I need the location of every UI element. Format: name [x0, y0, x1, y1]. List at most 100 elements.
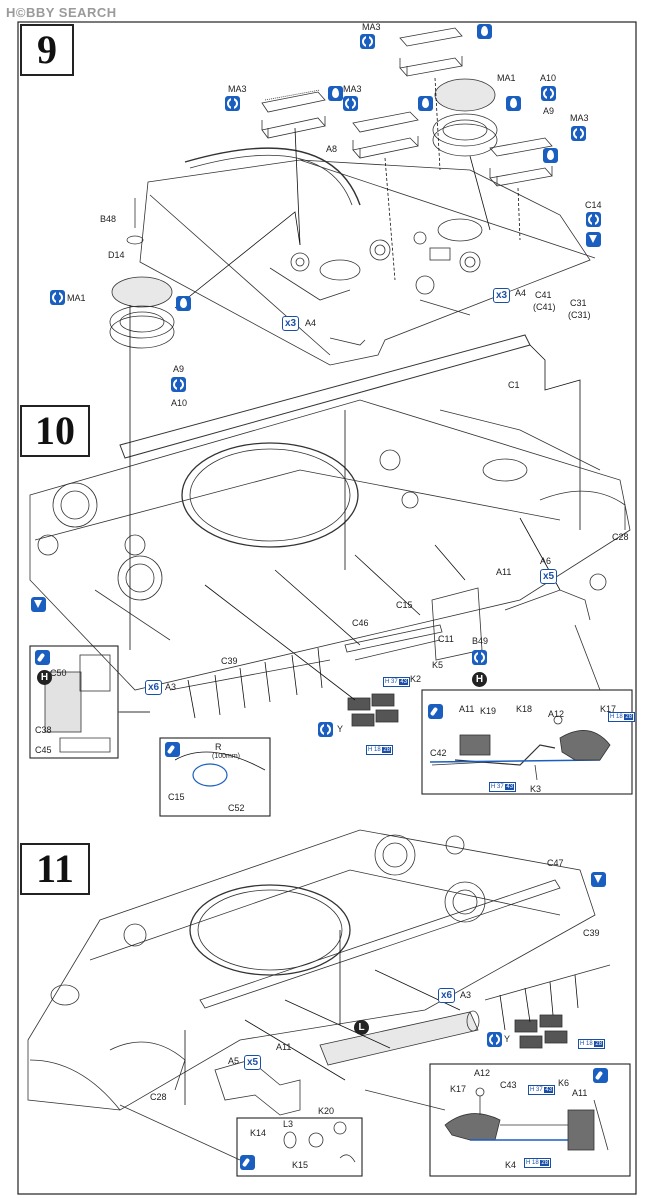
label-a4: A4: [515, 288, 527, 298]
both-sides-icon: [541, 86, 556, 101]
label-a10: A10: [540, 73, 557, 83]
label-c28: C28: [612, 532, 629, 542]
label-c50: C50: [50, 668, 67, 678]
label-k18: K18: [516, 704, 533, 714]
label-c1: C1: [508, 380, 520, 390]
label-l3: L3: [283, 1119, 294, 1129]
label-k15: K15: [292, 1160, 309, 1170]
both-sides-icon: [360, 34, 375, 49]
label-c52: C52: [228, 803, 245, 813]
label-a10: A10: [171, 398, 188, 408]
label-c41-alt: (C41): [533, 302, 556, 312]
option-h-circle: H: [472, 672, 487, 687]
label-a8: A8: [326, 144, 338, 154]
label-k2: K2: [410, 674, 422, 684]
label-c39: C39: [583, 928, 600, 938]
paint-callout: H 37 43: [489, 782, 517, 792]
paint-brush-icon: [35, 650, 50, 665]
step-9-number: 9: [20, 24, 74, 76]
label-c43: C43: [500, 1080, 517, 1090]
label-a9: A9: [543, 106, 555, 116]
watermark: H©BBY SEARCH: [6, 5, 117, 20]
both-sides-icon: [487, 1032, 502, 1047]
paint-brush-icon: [593, 1068, 608, 1083]
track-links-y-step10: [347, 693, 399, 727]
both-sides-icon: [318, 722, 333, 737]
quantity-badge-x3: x3: [282, 316, 300, 331]
step10-drawing: [29, 305, 631, 787]
label-a11: A11: [496, 567, 512, 577]
label-k17: K17: [450, 1084, 467, 1094]
paint-brush-icon: [428, 704, 443, 719]
option-h-circle: H: [37, 670, 52, 685]
option-l-circle: L: [354, 1020, 369, 1035]
label-c14: C14: [585, 200, 602, 210]
label-k17: K17: [600, 704, 617, 714]
glue-icon: [418, 96, 433, 111]
label-a9: A9: [173, 364, 185, 374]
label-a11: A11: [459, 704, 475, 714]
glue-icon: [543, 148, 558, 163]
step11-drawing: [27, 829, 611, 1163]
label-a3: A3: [165, 682, 177, 692]
label-c45: C45: [35, 745, 52, 755]
both-sides-icon: [586, 212, 601, 227]
label-r: R: [215, 742, 222, 752]
label-y: Y: [337, 724, 344, 734]
label-a12: A12: [474, 1068, 491, 1078]
label-k3: K3: [530, 784, 542, 794]
label-ma1: MA1: [67, 293, 86, 303]
step-10-number: 10: [20, 405, 90, 457]
label-c39: C39: [221, 656, 238, 666]
both-sides-icon: [472, 650, 487, 665]
label-c31: C31: [570, 298, 587, 308]
label-ma1: MA1: [497, 73, 516, 83]
both-sides-icon: [225, 96, 240, 111]
label-c15: C15: [168, 792, 185, 802]
flip-icon: [591, 872, 606, 887]
label-b49: B49: [472, 636, 489, 646]
label-a4: A4: [305, 318, 317, 328]
both-sides-icon: [343, 96, 358, 111]
paint-callout: H 18 28: [608, 712, 636, 722]
note-100mm: (100mm): [212, 753, 241, 760]
flip-icon: [586, 232, 601, 247]
quantity-badge-x6: x6: [145, 680, 163, 695]
label-ma3: MA3: [362, 22, 381, 32]
label-a12: A12: [548, 709, 565, 719]
label-c41: C41: [535, 290, 552, 300]
flip-icon: [31, 597, 46, 612]
paint-callout: H 18 28: [578, 1039, 606, 1049]
paint-callout: H 37 43: [528, 1085, 556, 1095]
label-a5: A5: [228, 1056, 240, 1066]
label-c47: C47: [547, 858, 564, 868]
label-ma3: MA3: [343, 84, 362, 94]
label-c11: C11: [438, 634, 454, 644]
paint-callout: H 18 28: [366, 745, 394, 755]
paint-brush-icon: [165, 742, 180, 757]
page-frame: [17, 21, 637, 1195]
label-k19: K19: [480, 706, 497, 716]
grille-ma3-d: [489, 137, 553, 187]
both-sides-icon: [171, 377, 186, 392]
quantity-badge-x5: x5: [540, 569, 558, 584]
grille-ma3-c: [399, 27, 463, 77]
label-c38: C38: [35, 725, 52, 735]
paint-callout: H 37 43: [383, 677, 411, 687]
quantity-badge-x5: x5: [244, 1055, 262, 1070]
grille-ma3-a: [261, 89, 326, 139]
glue-icon: [506, 96, 521, 111]
label-a11: A11: [572, 1088, 588, 1098]
glue-icon: [176, 296, 191, 311]
label-y: Y: [504, 1034, 511, 1044]
label-c46: C46: [352, 618, 369, 628]
label-c15: C15: [396, 600, 413, 610]
label-k14: K14: [250, 1128, 267, 1138]
label-k6: K6: [558, 1078, 570, 1088]
quantity-badge-x6: x6: [438, 988, 456, 1003]
label-c42: C42: [430, 748, 447, 758]
track-links-y-step11: [514, 1014, 568, 1049]
label-d14: D14: [108, 250, 125, 260]
